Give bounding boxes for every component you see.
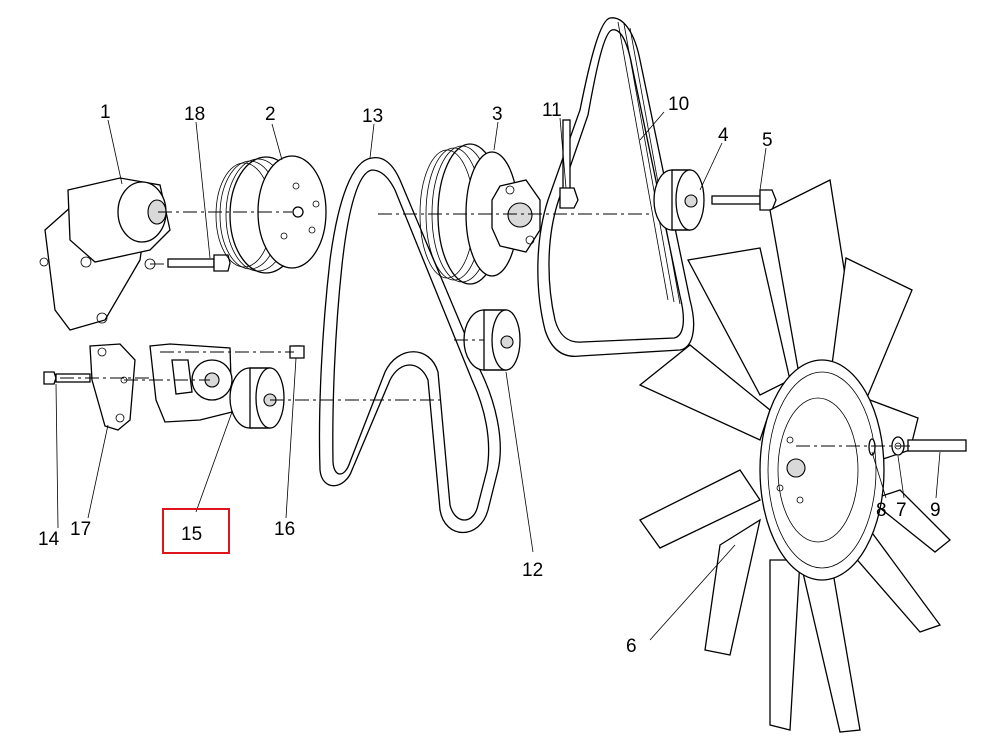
callout-13: 13: [362, 106, 383, 127]
callouts: 1 18 2 13 3 11 10 4 5 14 17 15 16 12 6 8…: [38, 94, 941, 657]
belt-tensioner: [149, 343, 285, 429]
fan-belt: [537, 17, 695, 358]
callout-1: 1: [100, 102, 111, 123]
bolt-18: [167, 254, 231, 272]
callout-12: 12: [522, 560, 543, 581]
highlight-box: [162, 508, 230, 554]
fan-fasteners: [868, 436, 967, 456]
leader-lines: [55, 111, 941, 641]
callout-5: 5: [762, 130, 773, 151]
idler-pulley-4: [653, 169, 705, 231]
callout-6: 6: [626, 636, 637, 657]
tensioner-bracket: [89, 343, 136, 431]
callout-2: 2: [265, 104, 276, 125]
callout-11: 11: [542, 100, 562, 121]
bolt-11: [559, 119, 579, 209]
callout-15: 15: [181, 524, 202, 545]
callout-7: 7: [896, 500, 907, 521]
callout-8: 8: [876, 500, 887, 521]
bolt-16: [289, 345, 305, 359]
cooling-fan: [638, 179, 951, 733]
callout-14: 14: [38, 529, 60, 550]
callout-4: 4: [718, 125, 729, 146]
callout-17: 17: [70, 519, 91, 540]
callout-3: 3: [492, 104, 503, 125]
alternator: [39, 177, 171, 331]
callout-9: 9: [930, 500, 941, 521]
centerlines: [60, 211, 910, 447]
callout-16: 16: [274, 519, 295, 540]
callout-18: 18: [184, 104, 205, 125]
serpentine-belt: [318, 156, 501, 534]
bolt-5: [711, 189, 777, 211]
crank-pulley: [215, 155, 327, 274]
callout-10: 10: [668, 94, 689, 115]
